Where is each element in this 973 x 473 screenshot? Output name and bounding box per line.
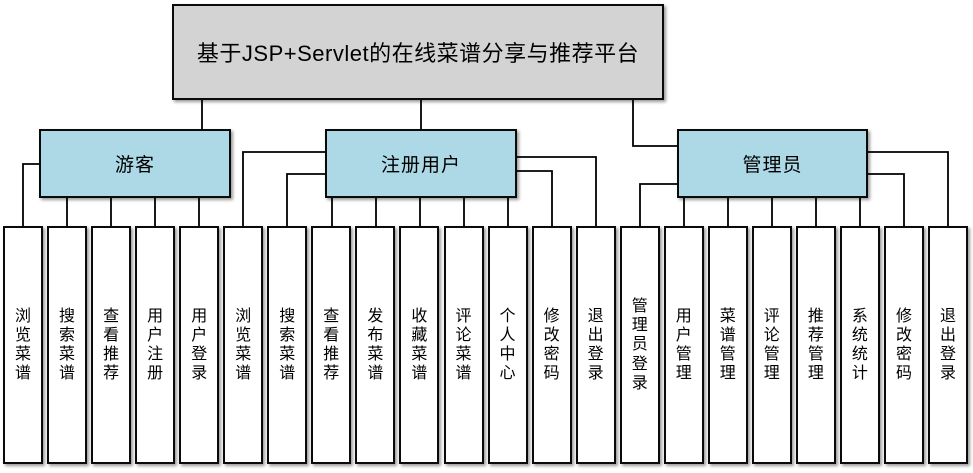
leaf-label: 系统统计 <box>851 307 868 383</box>
leaf-node: 退出登录 <box>575 226 616 464</box>
leaf-label: 用户管理 <box>675 307 692 383</box>
connector-leaf <box>286 173 325 226</box>
connector-leaf <box>868 173 905 226</box>
leaf-node: 搜索菜谱 <box>47 226 87 464</box>
role-label: 游客 <box>114 155 155 176</box>
leaf-node: 用户登录 <box>179 226 220 464</box>
leaf-node: 浏览菜谱 <box>3 226 43 464</box>
leaf-label: 收藏菜谱 <box>411 307 428 383</box>
leaf-label: 搜索菜谱 <box>59 307 76 383</box>
leaf-label: 评论管理 <box>763 307 780 383</box>
leaf-node: 菜谱管理 <box>707 226 748 464</box>
leaf-label: 个人中心 <box>499 307 516 383</box>
role-node-visitor: 游客 <box>39 129 231 198</box>
leaf-node: 评论菜谱 <box>443 226 484 464</box>
leaf-label: 管理员登录 <box>631 298 648 392</box>
leaf-label: 用户注册 <box>147 307 164 383</box>
leaf-label: 用户登录 <box>191 307 208 383</box>
connector-leaf <box>242 151 325 226</box>
leaf-node: 修改密码 <box>531 226 572 464</box>
leaf-label: 浏览菜谱 <box>15 307 32 383</box>
leaf-node: 发布菜谱 <box>355 226 396 464</box>
leaf-node: 收藏菜谱 <box>399 226 440 464</box>
leaf-node: 评论管理 <box>751 226 792 464</box>
leaf-label: 查看推荐 <box>103 307 120 383</box>
leaf-label: 评论菜谱 <box>455 307 472 383</box>
role-label: 注册用户 <box>380 155 461 176</box>
connector-leaf <box>639 183 677 226</box>
connector-leaf <box>22 163 39 226</box>
connector-root-admin <box>632 100 677 147</box>
role-node-registered-user: 注册用户 <box>325 129 517 198</box>
leaf-label: 修改密码 <box>896 307 913 383</box>
connector-leaf <box>517 170 553 226</box>
root-title: 基于JSP+Servlet的在线菜谱分享与推荐平台 <box>196 41 640 66</box>
leaf-label: 退出登录 <box>587 307 604 383</box>
leaf-label: 菜谱管理 <box>719 307 736 383</box>
leaf-label: 搜索菜谱 <box>279 307 296 383</box>
leaf-label: 修改密码 <box>543 307 560 383</box>
leaf-node: 管理员登录 <box>619 226 660 464</box>
leaf-node: 查看推荐 <box>311 226 352 464</box>
role-node-admin: 管理员 <box>677 129 868 198</box>
leaf-node: 个人中心 <box>487 226 528 464</box>
connector-leaf <box>517 156 597 226</box>
leaf-label: 退出登录 <box>940 307 957 383</box>
leaf-node: 用户注册 <box>135 226 176 464</box>
leaf-label: 浏览菜谱 <box>235 307 252 383</box>
leaf-label: 发布菜谱 <box>367 307 384 383</box>
leaf-label: 查看推荐 <box>323 307 340 383</box>
connector-leaf <box>868 151 949 226</box>
leaf-node: 系统统计 <box>839 226 880 464</box>
role-label: 管理员 <box>742 155 803 176</box>
leaf-label: 推荐管理 <box>807 307 824 383</box>
leaf-node: 推荐管理 <box>795 226 836 464</box>
root-node: 基于JSP+Servlet的在线菜谱分享与推荐平台 <box>172 4 664 100</box>
leaf-node: 用户管理 <box>663 226 704 464</box>
leaf-node: 浏览菜谱 <box>223 226 264 464</box>
leaf-node: 修改密码 <box>884 226 924 464</box>
leaf-node: 查看推荐 <box>91 226 132 464</box>
leaf-node: 退出登录 <box>928 226 968 464</box>
leaf-node: 搜索菜谱 <box>267 226 308 464</box>
